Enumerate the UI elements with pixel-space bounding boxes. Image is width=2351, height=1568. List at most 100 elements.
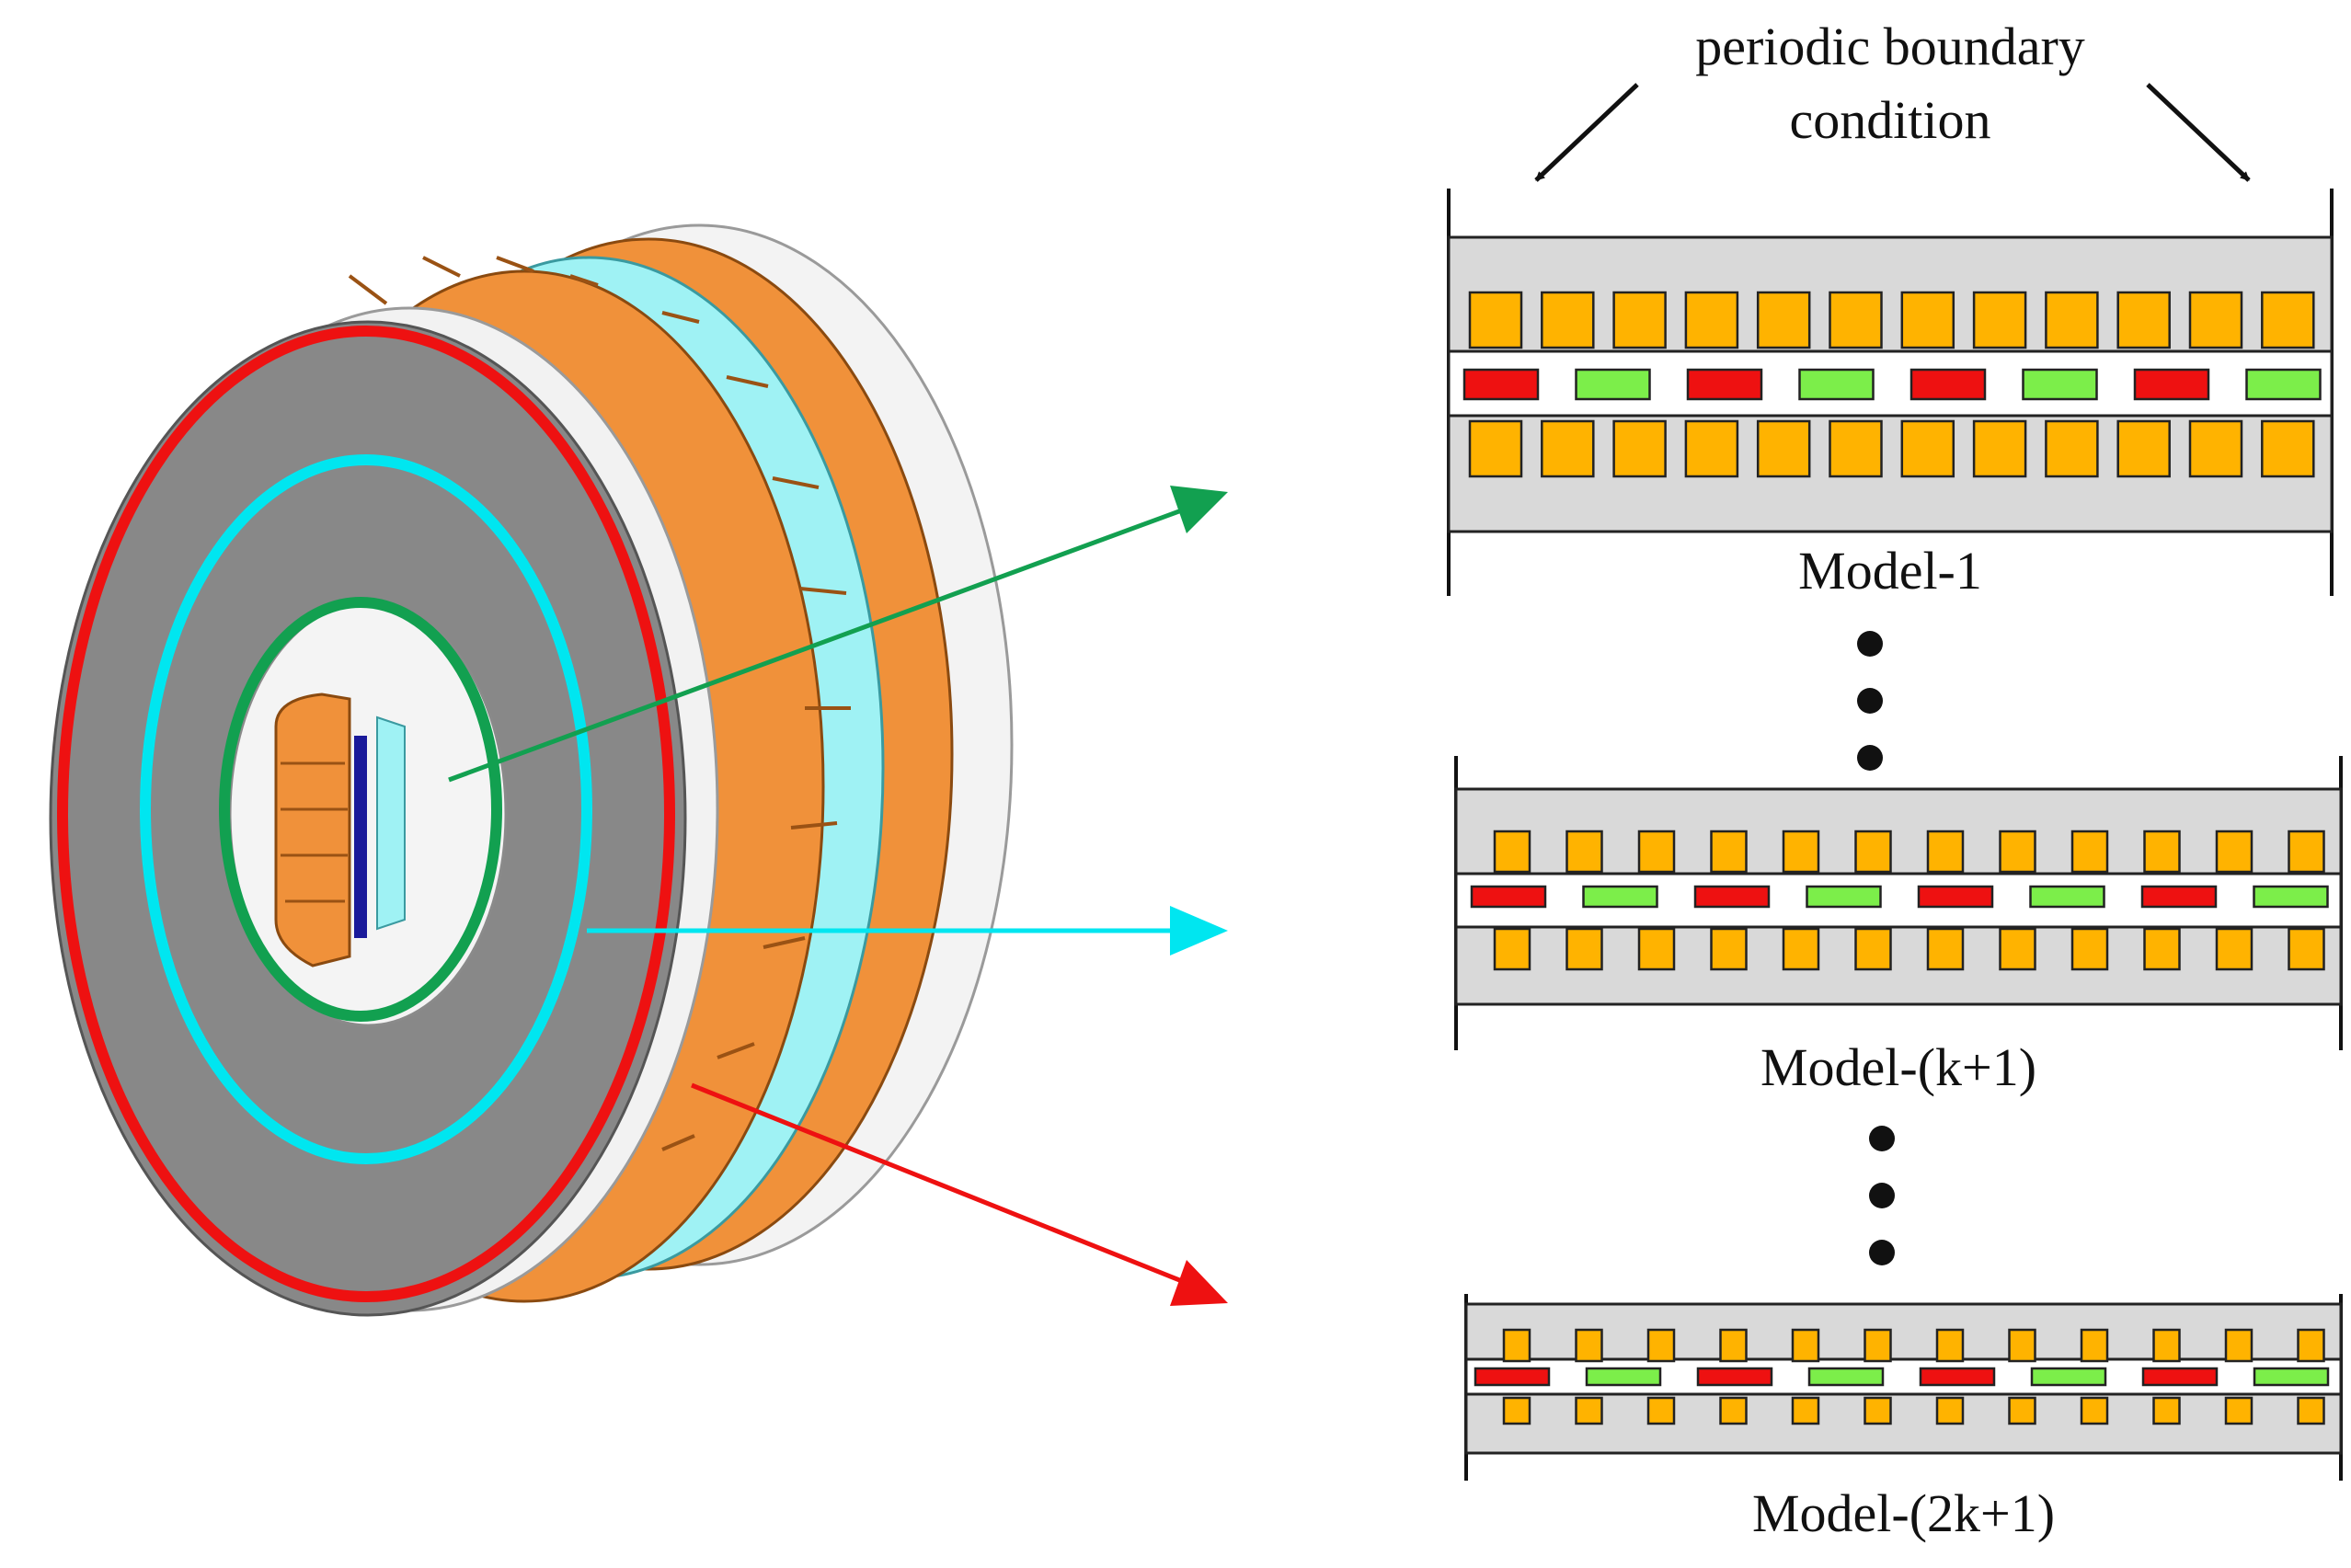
magnet-green (2029, 885, 2105, 909)
stator-tooth-bottom (2152, 1396, 2181, 1425)
stator-tooth-bottom (1684, 419, 1739, 478)
stator-tooth-top (2152, 1328, 2181, 1363)
stator-tooth-top (1829, 291, 1883, 349)
magnet-green (1798, 368, 1875, 401)
ellipsis-dot (1857, 631, 1883, 657)
ellipsis-dots (1857, 631, 1895, 1265)
stator-tooth-top (2116, 291, 2171, 349)
magnet-red (1462, 368, 1540, 401)
model-2: Model-(k+1) (1454, 756, 2343, 1097)
magnet-red (2133, 368, 2210, 401)
periodic-boundary-annotation: periodic boundary condition (1534, 17, 2251, 182)
stator-tooth-bottom (2070, 927, 2109, 971)
axial-flux-machine-illustration (49, 223, 1014, 1317)
ellipsis-dot (1869, 1240, 1895, 1265)
stator-tooth-bottom (1565, 927, 1603, 971)
stator-tooth-bottom (2045, 419, 2099, 478)
magnet-red (1470, 885, 1547, 909)
stator-tooth-bottom (1541, 419, 1595, 478)
stator-tooth-top (1646, 1328, 1676, 1363)
inner-windings (274, 692, 406, 967)
magnet-red (1693, 885, 1771, 909)
stator-tooth-top (1502, 1328, 1531, 1363)
stator-tooth-top (2297, 1328, 2325, 1363)
stator-tooth-bottom (1575, 1396, 1603, 1425)
stator-tooth-top (2215, 830, 2254, 874)
stator-tooth-bottom (2188, 419, 2243, 478)
stator-tooth-bottom (1791, 1396, 1820, 1425)
stator-tooth-bottom (1854, 927, 1892, 971)
stator-tooth-top (1710, 830, 1748, 874)
stator-tooth-bottom (1710, 927, 1748, 971)
stator-tooth-top (1791, 1328, 1820, 1363)
stator-tooth-bottom (2288, 927, 2325, 971)
stator-tooth-top (1864, 1328, 1892, 1363)
middle-ring-outline (140, 454, 592, 1164)
stator-tooth-top (1684, 291, 1739, 349)
ellipsis-dot (1857, 745, 1883, 771)
stator-tooth-top (1575, 1328, 1603, 1363)
stator-tooth-top (1972, 291, 2027, 349)
magnet-green (2253, 1367, 2330, 1387)
stator-tooth-top (1935, 1328, 1965, 1363)
stator-tooth-bottom (1612, 419, 1667, 478)
stator-tooth-bottom (1468, 419, 1523, 478)
stator-tooth-bottom (1900, 419, 1955, 478)
stator-tooth-bottom (2261, 419, 2315, 478)
stator-tooth-top (1637, 830, 1676, 874)
stator-tooth-top (1493, 830, 1531, 874)
stator-tooth-top (1782, 830, 1820, 874)
magnet-green (2245, 368, 2322, 401)
stator-tooth-top (1612, 291, 1667, 349)
stator-tooth-top (2143, 830, 2181, 874)
stator-tooth-bottom (2143, 927, 2181, 971)
stator-tooth-bottom (1646, 1396, 1676, 1425)
stator-tooth-top (2045, 291, 2099, 349)
magnet-green (2022, 368, 2098, 401)
stator-tooth-top (1900, 291, 1955, 349)
boundary-label-line1: periodic boundary (1695, 17, 2085, 76)
cyan-arrow-head (1170, 906, 1228, 956)
stator-tooth-top (2008, 1328, 2036, 1363)
inner-ring-outline (219, 597, 502, 1022)
stator-tooth-top (2261, 291, 2315, 349)
magnet-green (2030, 1367, 2107, 1387)
ring-to-model-arrows (448, 486, 1228, 1306)
stator-tooth-bottom (1719, 1396, 1748, 1425)
stator-tooth-bottom (1999, 927, 2036, 971)
magnet-red (1474, 1367, 1551, 1387)
stator-tooth-bottom (1756, 419, 1811, 478)
magnet-green (1807, 1367, 1885, 1387)
stator-tooth-top (1565, 830, 1603, 874)
model-1: Model-1 (1447, 189, 2334, 601)
stator-tooth-bottom (1502, 1396, 1531, 1425)
stator-tooth-top (2188, 291, 2243, 349)
stator-tooth-bottom (1972, 419, 2027, 478)
stator-tooth-top (1468, 291, 1523, 349)
stator-tooth-top (1854, 830, 1892, 874)
winding-slot-lines (348, 256, 851, 1151)
magnet-green (1806, 885, 1882, 909)
stator-tooth-bottom (1493, 927, 1531, 971)
model-label: Model-(k+1) (1760, 1037, 2036, 1097)
magnet-green (2253, 885, 2329, 909)
stator-tooth-top (2080, 1328, 2109, 1363)
magnet-green (1582, 885, 1658, 909)
stator-tooth-bottom (1829, 419, 1883, 478)
stator-tooth-top (1719, 1328, 1748, 1363)
magnet-red (2141, 1367, 2219, 1387)
model-label: Model-(2k+1) (1752, 1483, 2055, 1543)
stator-tooth-bottom (2080, 1396, 2109, 1425)
stator-tooth-top (1999, 830, 2036, 874)
stator-tooth-bottom (1782, 927, 1820, 971)
stator-tooth-bottom (2215, 927, 2254, 971)
stator-tooth-bottom (2116, 419, 2171, 478)
magnet-green (1585, 1367, 1662, 1387)
magnet-red (1919, 1367, 1996, 1387)
stator-tooth-top (1541, 291, 1595, 349)
stator-tooth-bottom (1637, 927, 1676, 971)
stator-tooth-bottom (1864, 1396, 1892, 1425)
boundary-arrow-left (1534, 83, 1639, 182)
